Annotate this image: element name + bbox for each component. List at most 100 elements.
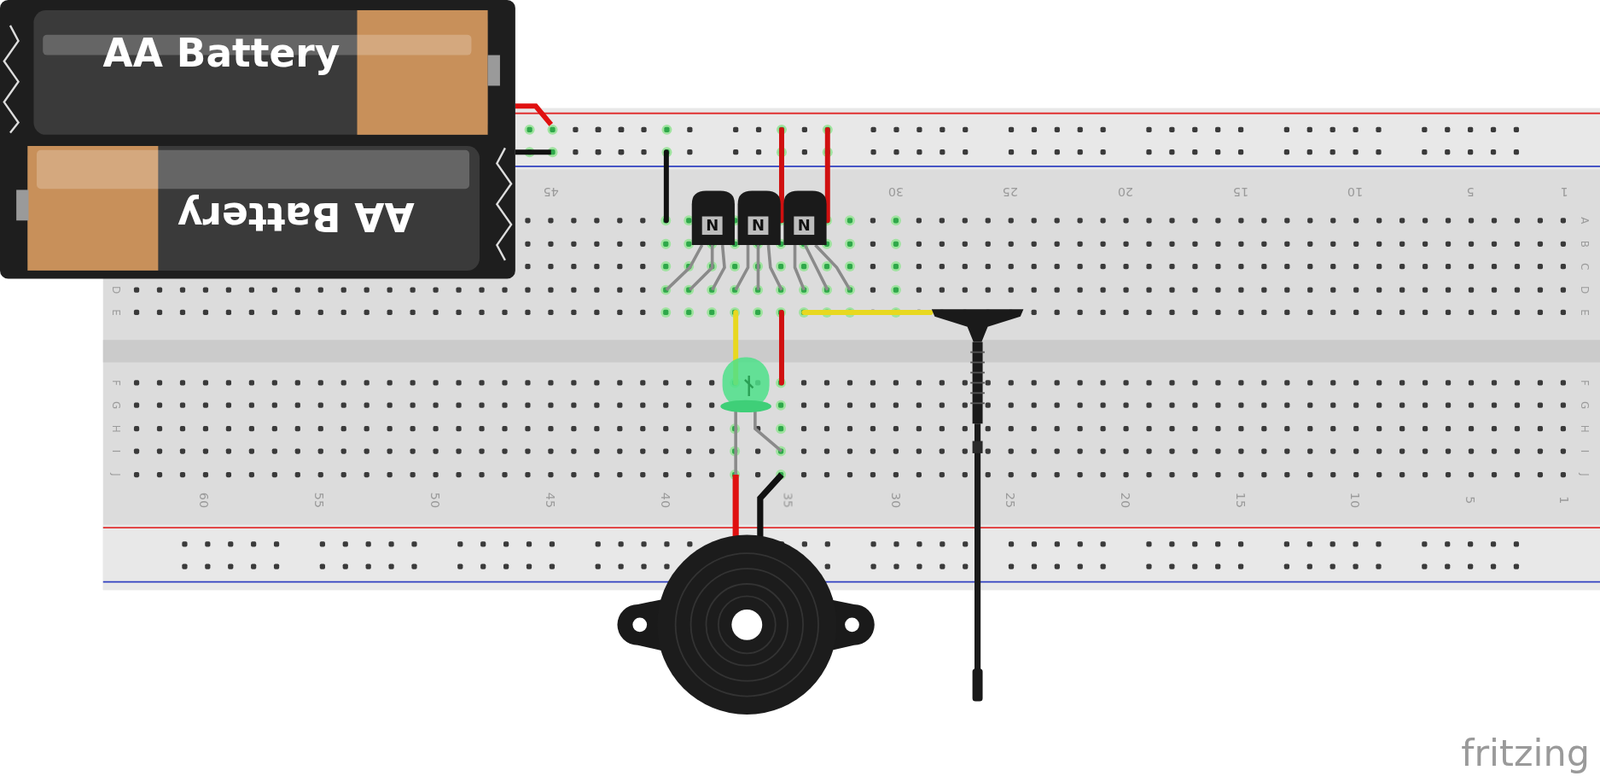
breadboard-hole [478, 448, 484, 454]
breadboard-hole [1490, 127, 1496, 133]
transistor-mark: N [797, 217, 811, 233]
breadboard-hole [1307, 309, 1313, 315]
breadboard-hole [616, 448, 623, 454]
breadboard-hole [1490, 149, 1496, 155]
breadboard-hole [1192, 286, 1198, 292]
breadboard-hole [1031, 309, 1037, 315]
breadboard-hole [1077, 448, 1083, 454]
breadboard-hole [547, 425, 553, 431]
breadboard-hole [455, 286, 461, 292]
breadboard-hole [1467, 541, 1473, 547]
breadboard-hole [1307, 425, 1313, 431]
breadboard-hole [847, 379, 853, 385]
column-number: 35 [780, 489, 796, 510]
breadboard-hole [1008, 286, 1014, 292]
hole-highlight [660, 238, 671, 250]
breadboard-hole [1054, 448, 1060, 454]
breadboard-hole [663, 541, 670, 547]
breadboard-hole [455, 379, 461, 385]
breadboard-hole [801, 263, 807, 269]
column-number: 5 [1464, 495, 1477, 504]
breadboard-hole [503, 541, 509, 547]
breadboard-hole [1192, 127, 1198, 133]
breadboard-hole [962, 448, 968, 454]
breadboard-hole [824, 448, 830, 454]
breadboard-hole [1468, 425, 1474, 431]
antenna [931, 308, 1024, 701]
breadboard-hole [501, 402, 507, 408]
breadboard-hole [570, 241, 576, 247]
breadboard-hole [801, 425, 807, 431]
breadboard-hole [686, 309, 692, 315]
breadboard-hole [1099, 448, 1106, 454]
breadboard-hole [593, 309, 600, 315]
breadboard-hole [985, 448, 991, 454]
breadboard-hole [432, 448, 438, 454]
breadboard-hole [1514, 402, 1520, 408]
breadboard-hole [616, 241, 623, 247]
breadboard-hole [524, 402, 530, 408]
breadboard-hole [593, 402, 600, 408]
breadboard-hole [1008, 471, 1014, 478]
breadboard-hole [157, 402, 163, 408]
breadboard-hole [870, 241, 876, 247]
breadboard-hole [709, 448, 715, 454]
breadboard-hole [1215, 541, 1221, 547]
breadboard-hole [527, 127, 533, 133]
breadboard-hole [616, 379, 623, 385]
breadboard-hole [1031, 425, 1037, 431]
column-number: 25 [1004, 492, 1017, 508]
breadboard-hole [825, 564, 831, 570]
breadboard-hole [1444, 127, 1450, 133]
breadboard-hole [640, 448, 646, 454]
breadboard-hole [1514, 286, 1520, 292]
breadboard-hole [962, 379, 968, 385]
breadboard-hole [985, 471, 991, 478]
breadboard-hole [1399, 309, 1405, 315]
breadboard-hole [618, 127, 624, 133]
breadboard-hole [616, 263, 623, 269]
breadboard-hole [595, 541, 601, 547]
breadboard-hole [478, 286, 484, 292]
breadboard-hole [295, 471, 301, 478]
column-number: 10 [1349, 492, 1362, 508]
breadboard-hole [1468, 448, 1474, 454]
breadboard-hole [1513, 541, 1519, 547]
breadboard-hole [341, 471, 347, 478]
breadboard-hole [916, 379, 922, 385]
breadboard-hole [272, 379, 278, 385]
breadboard-hole [133, 471, 140, 478]
breadboard-hole [1307, 127, 1313, 133]
breadboard-hole [870, 149, 876, 155]
breadboard-hole [1215, 448, 1221, 454]
breadboard-hole [1192, 564, 1198, 570]
row-letter: G [110, 401, 121, 409]
breadboard-hole [686, 425, 692, 431]
breadboard-hole [593, 471, 600, 478]
breadboard-hole [1467, 149, 1473, 155]
breadboard-hole [1330, 564, 1336, 570]
breadboard-hole [1192, 402, 1198, 408]
breadboard-hole [801, 379, 807, 385]
breadboard-hole [1031, 241, 1037, 247]
breadboard-hole [547, 448, 553, 454]
breadboard-hole [1560, 263, 1566, 269]
rail-line [103, 526, 1600, 529]
transistor-legs [666, 244, 850, 291]
breadboard-hole [1192, 471, 1198, 478]
breadboard-hole [640, 127, 646, 133]
breadboard-hole [1537, 402, 1543, 408]
breadboard-hole [1376, 263, 1382, 269]
breadboard-hole [1514, 241, 1520, 247]
breadboard-hole [686, 217, 692, 223]
row-letter: J [110, 472, 121, 477]
breadboard-hole [180, 286, 186, 292]
breadboard-hole [524, 263, 530, 269]
breadboard-hole [1169, 127, 1175, 133]
breadboard-hole [1560, 448, 1566, 454]
breadboard-hole [478, 471, 484, 478]
breadboard-hole [1307, 471, 1313, 478]
breadboard-hole [364, 379, 370, 385]
breadboard-hole [1513, 149, 1519, 155]
breadboard-hole [387, 448, 393, 454]
